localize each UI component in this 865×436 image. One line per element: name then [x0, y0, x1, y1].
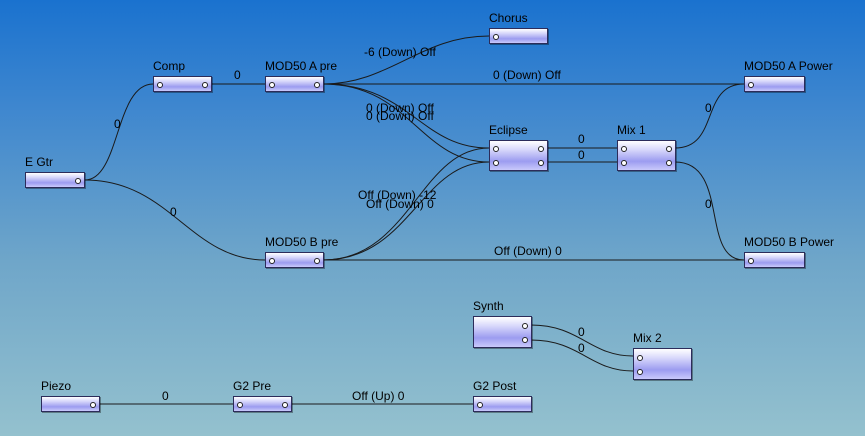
input-port[interactable]	[237, 402, 243, 408]
wire-synth-mix2-2[interactable]	[530, 339, 634, 372]
mix1-label: Mix 1	[617, 123, 646, 137]
mod50b-pre-node[interactable]	[265, 252, 324, 268]
piezo-node[interactable]	[41, 396, 100, 412]
wire-label: 0	[234, 68, 241, 82]
mod50b-power-node[interactable]	[744, 252, 805, 268]
wire-modapre-chorus[interactable]	[322, 35, 490, 85]
output-port[interactable]	[75, 178, 81, 184]
mod50b-pre-label: MOD50 B pre	[265, 235, 339, 249]
input-port-1[interactable]	[621, 146, 627, 152]
output-port-2[interactable]	[538, 160, 544, 166]
chorus-node[interactable]	[489, 28, 548, 44]
comp-node[interactable]	[153, 76, 212, 92]
output-port-2[interactable]	[666, 160, 672, 166]
output-port[interactable]	[282, 402, 288, 408]
wire-label: 0	[578, 132, 585, 146]
wire-label: -6 (Down) Off	[364, 45, 436, 59]
input-port[interactable]	[269, 258, 275, 264]
mod50a-power-node[interactable]	[744, 76, 805, 92]
output-port-1[interactable]	[538, 146, 544, 152]
output-port[interactable]	[90, 402, 96, 408]
wire-label: 0	[578, 148, 585, 162]
comp-label: Comp	[153, 59, 186, 73]
wire-label: 0 (Down) Off	[366, 109, 434, 123]
g2pre-node[interactable]	[233, 396, 292, 412]
wire-mix1-modapower[interactable]	[674, 83, 745, 149]
output-port-1[interactable]	[666, 146, 672, 152]
output-port-1[interactable]	[522, 323, 528, 329]
input-port[interactable]	[157, 82, 163, 88]
synth-label: Synth	[473, 299, 504, 313]
input-port[interactable]	[269, 82, 275, 88]
wire-egtr-modbpre[interactable]	[84, 179, 266, 261]
synth-node[interactable]	[473, 316, 532, 348]
g2pre-label: G2 Pre	[233, 379, 272, 393]
input-port[interactable]	[748, 258, 754, 264]
input-port-2[interactable]	[621, 160, 627, 166]
wire-egtr-comp[interactable]	[84, 83, 154, 181]
input-port[interactable]	[477, 402, 483, 408]
g2post-label: G2 Post	[473, 379, 517, 393]
input-port[interactable]	[493, 34, 499, 40]
input-port-1[interactable]	[637, 355, 643, 361]
wire-label: 0	[170, 205, 177, 219]
eclipse-node[interactable]	[489, 140, 548, 171]
output-port-2[interactable]	[522, 337, 528, 343]
wire-modbpre-eclipse-1[interactable]	[322, 147, 490, 261]
egtr-node[interactable]	[25, 172, 85, 188]
wire-label: 0	[114, 117, 121, 131]
wire-mix1-modbpower[interactable]	[674, 161, 745, 261]
wire-modbpre-eclipse-2[interactable]	[322, 161, 490, 261]
piezo-label: Piezo	[41, 379, 72, 393]
wire-label: 0 (Down) Off	[493, 68, 561, 82]
egtr-label: E Gtr	[25, 155, 54, 169]
wire-label: 0	[162, 389, 169, 403]
eclipse-label: Eclipse	[489, 123, 528, 137]
g2post-node[interactable]	[473, 396, 532, 412]
wire-label: Off (Up) 0	[352, 389, 405, 403]
input-port-1[interactable]	[493, 146, 499, 152]
output-port[interactable]	[314, 258, 320, 264]
mod50b-power-label: MOD50 B Power	[744, 235, 835, 249]
mod50a-pre-node[interactable]	[265, 76, 324, 92]
mod50a-pre-label: MOD50 A pre	[265, 59, 338, 73]
mix1-node[interactable]	[617, 140, 676, 171]
input-port[interactable]	[748, 82, 754, 88]
wire-label: Off (Down) 0	[494, 244, 562, 258]
input-port-2[interactable]	[637, 369, 643, 375]
wire-label: 0 (Down) Off	[366, 101, 434, 115]
wire-label: 0	[578, 325, 585, 339]
output-port[interactable]	[202, 82, 208, 88]
mix2-label: Mix 2	[633, 331, 662, 345]
wire-label: 0	[578, 341, 585, 355]
wire-label: 0	[705, 101, 712, 115]
mod50a-power-label: MOD50 A Power	[744, 59, 833, 73]
chorus-label: Chorus	[489, 11, 528, 25]
wire-synth-mix2-1[interactable]	[530, 324, 634, 357]
wire-label: 0	[705, 197, 712, 211]
wire-label: Off (Down) -12	[358, 188, 437, 202]
input-port-2[interactable]	[493, 160, 499, 166]
output-port[interactable]	[314, 82, 320, 88]
wire-modapre-eclipse-2[interactable]	[322, 83, 490, 163]
mix2-node[interactable]	[633, 348, 692, 380]
wire-label: Off (Down) 0	[366, 197, 434, 211]
